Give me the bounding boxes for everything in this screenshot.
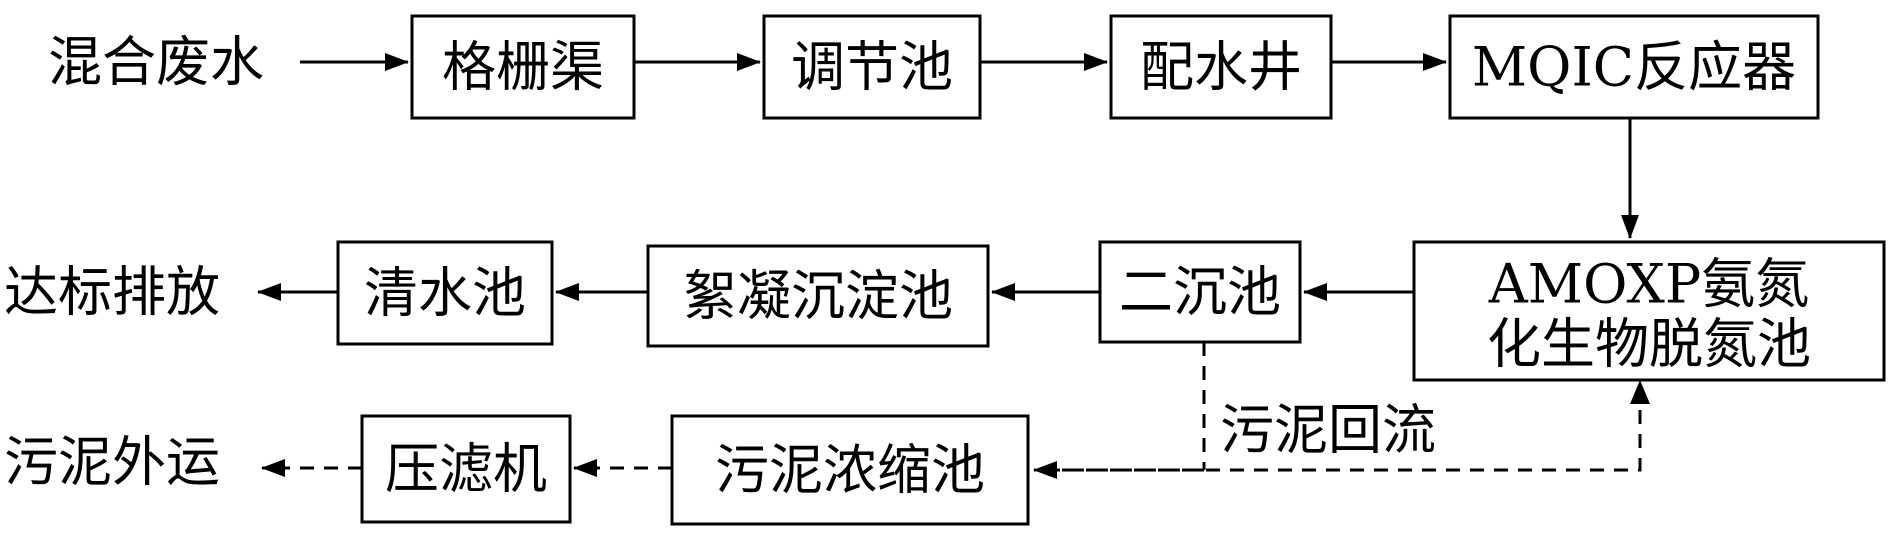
box-mqic-reactor: MQIC反应器 — [1448, 14, 1820, 120]
box-amoxp-tank-label-line2: 化生物脱氮池 — [1487, 313, 1811, 376]
box-clear-water-tank: 清水池 — [336, 240, 554, 346]
input-mixed-wastewater: 混合废水 — [48, 31, 264, 94]
box-coagulation-tank: 絮凝沉淀池 — [646, 244, 990, 348]
box-filter-press-label: 压滤机 — [385, 438, 547, 501]
box-screen-channel: 格栅渠 — [410, 14, 636, 120]
box-sludge-thickener-label: 污泥浓缩池 — [715, 439, 985, 502]
box-distribution-well: 配水井 — [1109, 14, 1333, 120]
box-secondary-clarifier: 二沉池 — [1098, 240, 1302, 344]
label-sludge-return: 污泥回流 — [1220, 399, 1436, 462]
output-discharge: 达标排放 — [4, 261, 220, 324]
box-distribution-well-label: 配水井 — [1140, 36, 1302, 99]
box-coagulation-tank-label: 絮凝沉淀池 — [683, 265, 953, 328]
box-mqic-reactor-label: MQIC反应器 — [1472, 36, 1796, 99]
box-equalization-tank-label: 调节池 — [791, 36, 953, 99]
box-clear-water-tank-label: 清水池 — [364, 262, 526, 325]
box-sludge-thickener: 污泥浓缩池 — [670, 414, 1030, 526]
box-amoxp-tank-label-line1: AMOXP氨氮 — [1488, 253, 1809, 316]
box-equalization-tank: 调节池 — [762, 14, 982, 120]
output-sludge-out: 污泥外运 — [4, 431, 220, 494]
box-amoxp-tank: AMOXP氨氮 化生物脱氮池 — [1412, 240, 1886, 382]
box-filter-press: 压滤机 — [360, 414, 572, 524]
box-screen-channel-label: 格栅渠 — [442, 36, 604, 99]
dashed-sludge-return-line — [1038, 392, 1642, 472]
box-secondary-clarifier-label: 二沉池 — [1119, 261, 1281, 324]
arrowhead-sludge-return — [1630, 380, 1650, 404]
